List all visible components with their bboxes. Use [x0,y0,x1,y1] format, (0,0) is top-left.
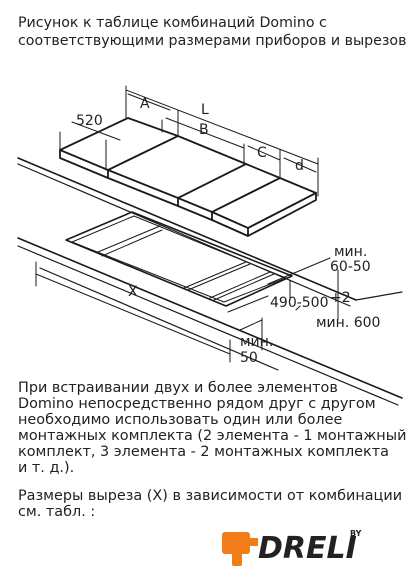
dim-plus2: +2 [330,290,351,306]
hob-unit-2-front [107,177,179,207]
dim-L: L [201,102,209,118]
note-line: комплект, 3 элемента - 2 монтажных компл… [18,444,389,460]
note-line: монтажных комплекта (2 элемента - 1 монт… [18,428,407,444]
worktop-edge-bottom [39,267,279,371]
logo-wordmark: DRELI [258,531,357,566]
dim-B: B [199,122,209,138]
worktop-back-edge [355,291,403,301]
caption-line-2: соответствующими размерами приборов и вы… [18,33,407,49]
worktop-edge-top [17,157,357,301]
dim-A: A [140,96,150,112]
caption-line-1: Рисунок к таблице комбинаций Domino с [18,15,327,31]
drill-icon [222,532,258,566]
cutout-dimensions [35,257,339,363]
dim-50: 50 [240,350,258,366]
worktop-edge-top-2 [17,163,351,307]
dim-C: C [257,145,267,161]
note-line: необходимо использовать один или более [18,412,343,428]
dim-60-50: 60-50 [330,259,371,275]
dreli-logo: DRELI BY [222,529,362,566]
hob-units [59,117,317,237]
logo-by: BY [350,529,362,538]
dim-min-600: мин. 600 [316,315,380,331]
cutout-note: Размеры выреза (X) в зависимости от комб… [18,488,403,520]
figure-caption: Рисунок к таблице комбинаций Domino с со… [18,14,408,50]
note-line: и т. д.). [18,460,75,476]
note-line: При встраивании двух и более элементов [18,380,338,396]
hob-unit-3-top [177,163,281,213]
dim-d: d [295,158,304,174]
dim-X: X [128,284,138,300]
hob-unit-1-front [59,149,109,179]
top-dimensions [59,85,319,197]
installation-note: При встраивании двух и более элементов D… [18,380,407,476]
dim-520: 520 [76,113,103,129]
note-line: см. табл. : [18,504,96,520]
hob-unit-2-top [107,135,247,199]
hob-unit-3-front [177,205,213,221]
worktop-edge-mid [17,237,403,399]
dim-490-500: 490-500 [270,295,329,311]
hob-unit-4-front [211,192,317,237]
note-line: Размеры выреза (X) в зависимости от комб… [18,488,403,504]
worktop-edge-mid-2 [17,245,399,406]
dim-min: мин. [334,244,367,260]
cutout-outline [65,211,293,307]
note-line: Domino непосредственно рядом друг с друг… [18,396,376,412]
dim-min-2: мин. [240,334,273,350]
